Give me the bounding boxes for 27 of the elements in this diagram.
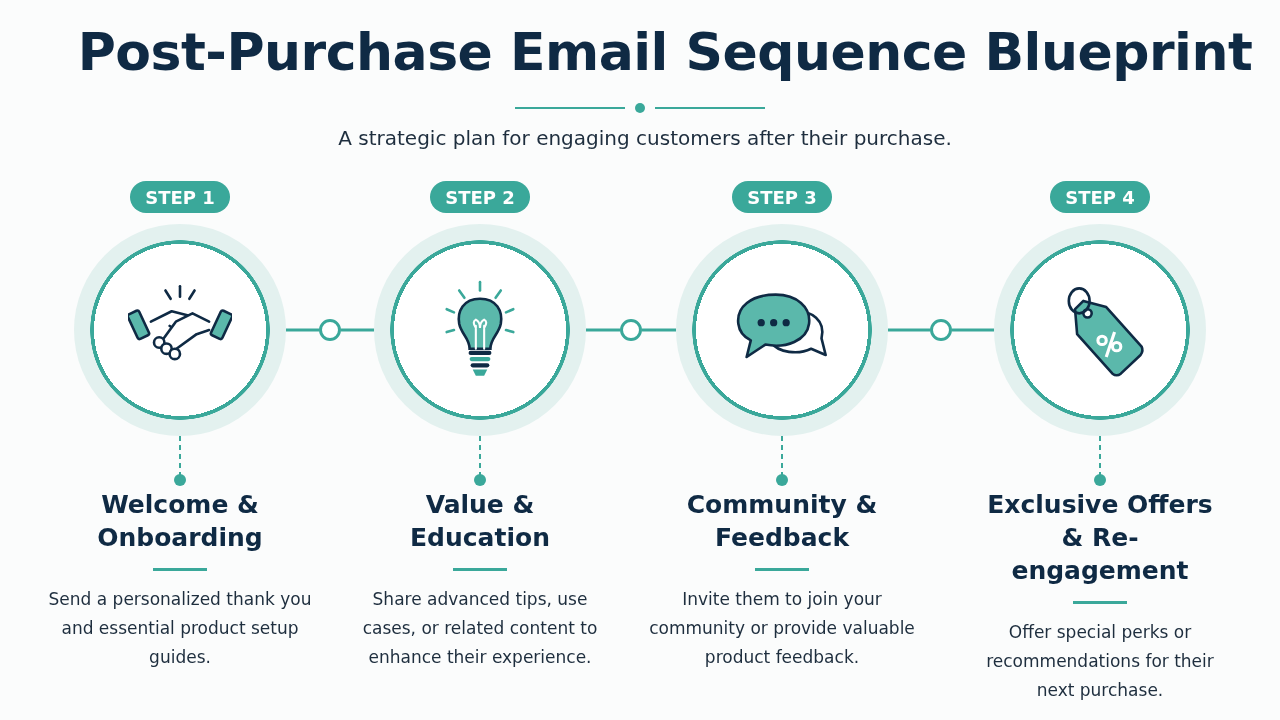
step-badge: STEP 3 <box>732 181 832 213</box>
step-description: Share advanced tips, use cases, or related content to enhance their experience. <box>361 588 599 669</box>
step-description: Send a personalized thank you and essential product setup guides. <box>47 588 313 669</box>
subtitle: A strategic plan for engaging customers after their purchase. <box>337 126 953 150</box>
connector-ring <box>620 319 642 341</box>
connector-line <box>286 328 319 332</box>
connector-line <box>642 328 676 332</box>
dashed-connector <box>474 435 486 486</box>
connector-line <box>586 328 620 332</box>
dashed-connector <box>1094 435 1106 486</box>
connector-ring <box>930 319 952 341</box>
step-badge: STEP 1 <box>130 181 230 213</box>
connector-line <box>952 328 994 332</box>
step-badge: STEP 2 <box>430 181 530 213</box>
step-title: Welcome & Onboarding <box>96 489 264 554</box>
step-title: Exclusive Offers & Re-engagement <box>986 489 1214 587</box>
dashed-connector <box>174 435 186 486</box>
step-title: Value & Education <box>409 489 551 554</box>
step-badge: STEP 4 <box>1050 181 1150 213</box>
connector-line <box>341 328 374 332</box>
connector-ring <box>319 319 341 341</box>
connector-line <box>888 328 930 332</box>
dashed-connector <box>776 435 788 486</box>
title: Post-Purchase Email Sequence Blueprint <box>76 22 1254 82</box>
step-title: Community & Feedback <box>685 489 879 554</box>
step-description: Offer special perks or recommendations for their next purchase. <box>985 621 1215 702</box>
step-description: Invite them to join your community or provide valuable product feedback. <box>648 588 916 669</box>
